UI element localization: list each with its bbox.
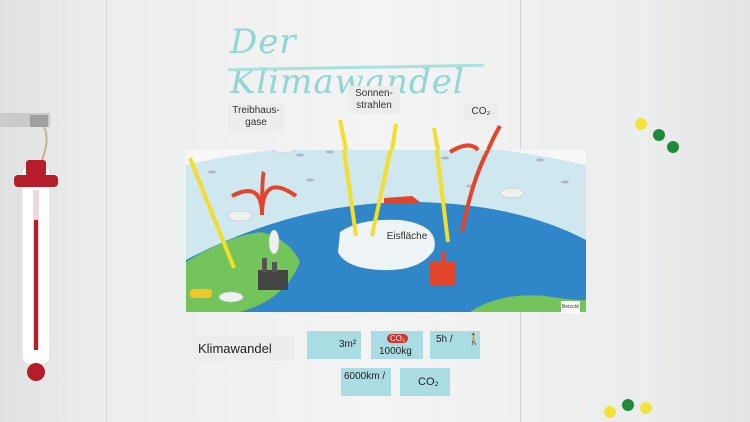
brand-label: Betzold xyxy=(561,301,580,313)
co2-card: CO₂ 1000kg xyxy=(371,331,423,359)
label-ice: Eisfläche xyxy=(386,231,428,242)
flight-card: 5h / 🚶 xyxy=(430,331,481,359)
label-co2: CO₂ xyxy=(464,104,498,120)
label-greenhouse-gases: Treibhaus- gase xyxy=(228,103,284,131)
climate-change-word-card: Klimawandel xyxy=(192,336,294,361)
car-card: 6000km / xyxy=(341,368,391,396)
board-edge xyxy=(106,0,107,422)
label-sunrays: Sonnen- strahlen xyxy=(348,86,400,114)
co2-badge: CO₂ xyxy=(387,334,409,343)
ice-card: 3m² xyxy=(307,331,361,359)
footprint-card: CO₂ xyxy=(400,368,450,396)
person-icon: 🚶 xyxy=(467,334,481,346)
